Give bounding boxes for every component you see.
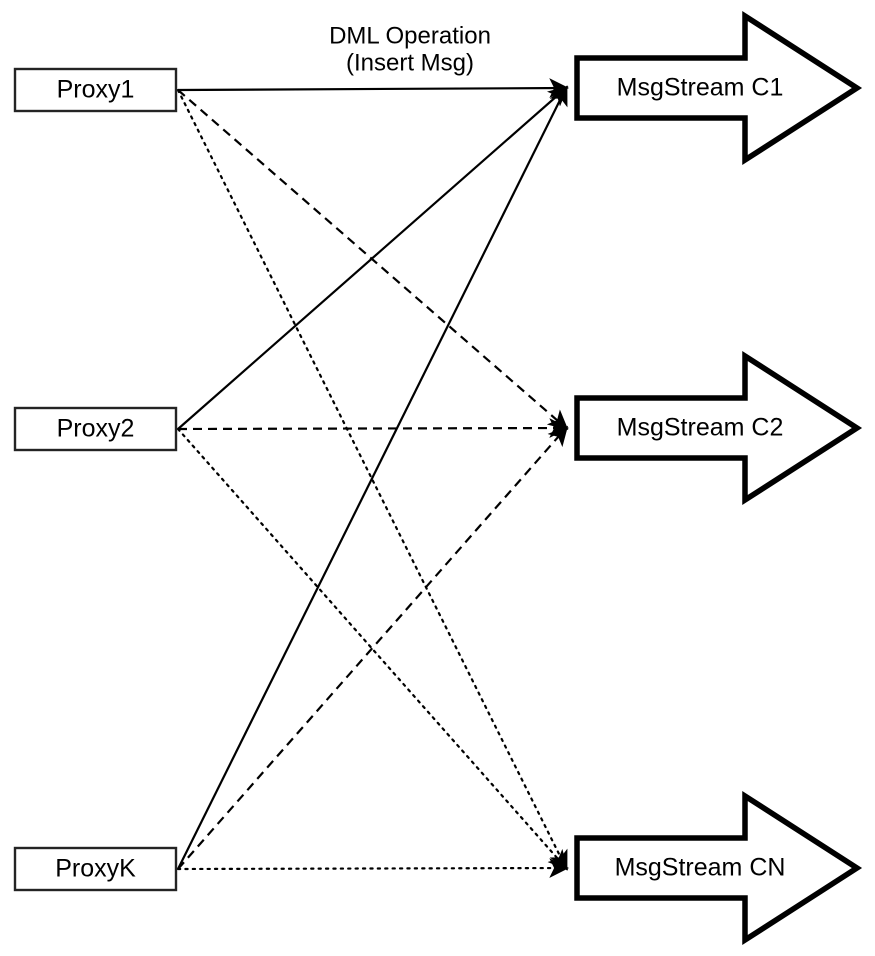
msgstream-cn[interactable]: MsgStream CN	[574, 790, 863, 946]
edge-proxy2-to-stream-c1	[177, 85, 569, 430]
proxy1-box[interactable]	[13, 67, 178, 113]
node-proxy1[interactable]: Proxy1	[13, 67, 178, 113]
proxy1-label: Proxy1	[57, 76, 135, 104]
edge-proxy1-to-stream-c1	[177, 78, 570, 98]
node-proxy2[interactable]: Proxy2	[13, 406, 178, 452]
node-proxyk[interactable]: ProxyK	[13, 846, 178, 892]
msgstream-cn-arrow-shape[interactable]	[574, 790, 863, 946]
proxyk-label: ProxyK	[55, 855, 136, 883]
msgstream-c1[interactable]: MsgStream C1	[574, 10, 863, 166]
msgstream-c2-label: MsgStream C2	[617, 414, 784, 442]
edge-proxyk-to-stream-cn	[176, 858, 570, 878]
dml-operation-annotation: DML Operation (Insert Msg)	[329, 22, 491, 76]
proxy-node-layer: Proxy1 Proxy2 ProxyK	[13, 67, 178, 892]
annotation-line-2: (Insert Msg)	[346, 49, 474, 76]
edge-proxy1-to-stream-cn	[176, 88, 568, 871]
edge-proxyk-to-stream-c1	[177, 85, 568, 870]
edge-proxyk-to-stream-c2	[177, 425, 569, 870]
msgstream-c1-label: MsgStream C1	[617, 74, 784, 102]
edge-layer	[176, 78, 570, 878]
edge-proxy2-to-stream-c2	[177, 418, 570, 438]
msgstream-layer: MsgStream C1 MsgStream C2 MsgStream CN	[574, 10, 863, 946]
msgstream-cn-label: MsgStream CN	[615, 854, 786, 882]
edge-proxy2-to-stream-cn	[176, 427, 569, 871]
proxy2-label: Proxy2	[57, 415, 135, 443]
proxyk-box[interactable]	[13, 846, 178, 892]
msgstream-c1-arrow-shape[interactable]	[574, 10, 863, 166]
annotation-line-1: DML Operation	[329, 22, 491, 49]
msgstream-c2[interactable]: MsgStream C2	[574, 350, 863, 506]
msgstream-c2-arrow-shape[interactable]	[574, 350, 863, 506]
proxy2-box[interactable]	[13, 406, 178, 452]
